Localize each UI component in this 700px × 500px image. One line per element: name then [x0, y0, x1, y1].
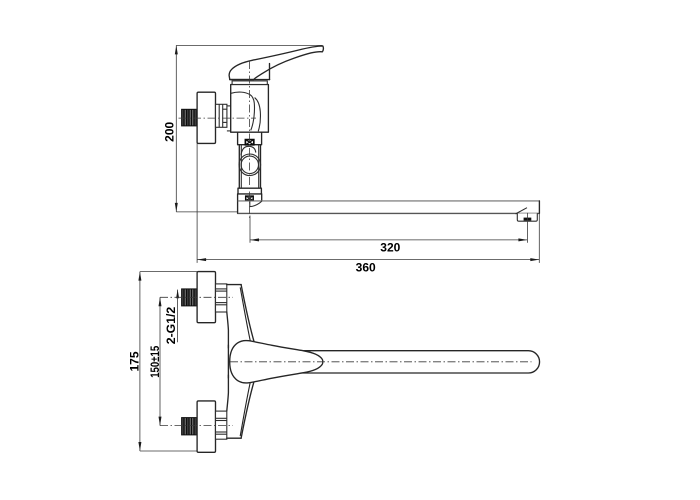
svg-text:175: 175	[127, 351, 141, 371]
svg-text:150±15: 150±15	[148, 346, 162, 378]
svg-text:2-G1/2: 2-G1/2	[164, 306, 178, 344]
svg-text:320: 320	[380, 240, 400, 254]
svg-text:360: 360	[356, 261, 376, 275]
svg-text:200: 200	[163, 121, 177, 141]
